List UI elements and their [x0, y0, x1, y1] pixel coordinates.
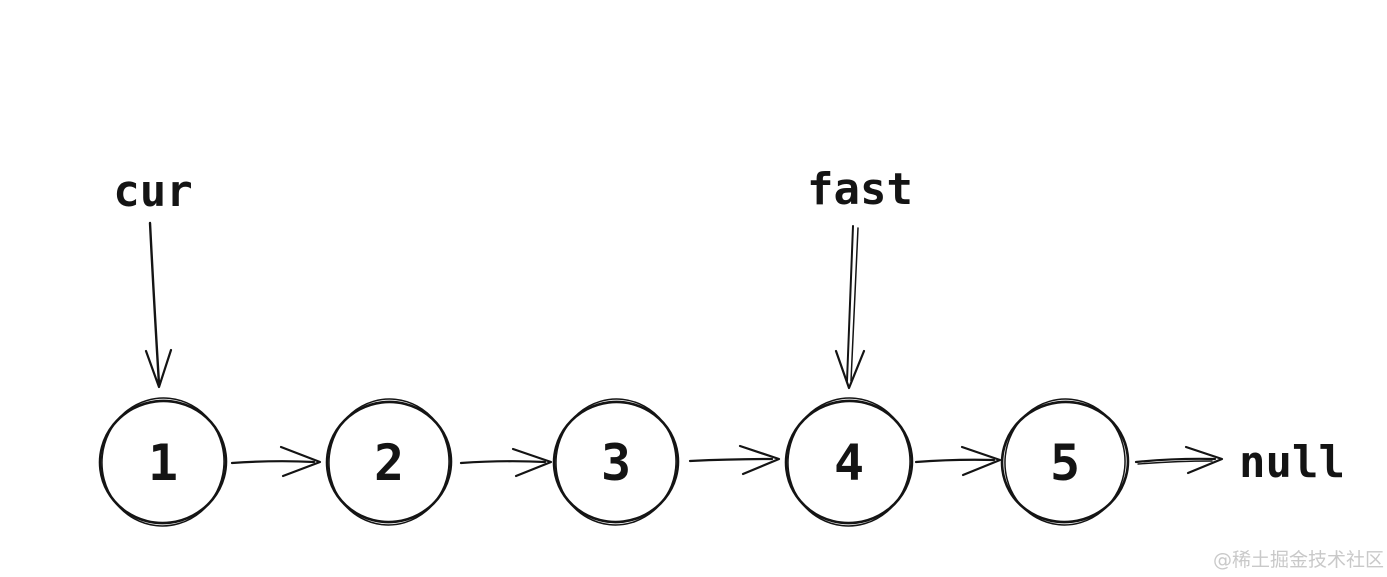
- node-4-circle: [784, 399, 914, 525]
- node-5-value: 5: [1050, 434, 1080, 492]
- link-arrow-3-4-head-icon: [738, 444, 781, 476]
- node-2-circle-sketch: [328, 398, 450, 526]
- node-2-value: 2: [374, 434, 404, 492]
- link-arrow-3-4: [688, 444, 781, 476]
- node-4: 4: [784, 397, 914, 527]
- node-5-circle-sketch: [1004, 398, 1126, 526]
- link-arrow-1-2-shaft: [230, 460, 316, 465]
- link-arrow-4-5-shaft: [914, 458, 996, 464]
- link-arrow-1-2: [230, 445, 322, 478]
- pointer-fast-arrow-shaft: [846, 225, 854, 382]
- link-arrow-4-5-head-icon: [960, 445, 1002, 477]
- node-1-circle: [98, 399, 228, 525]
- link-arrow-3-4-shaft: [688, 457, 774, 463]
- node-2-circle: [325, 400, 453, 524]
- pointer-cur-arrowhead-icon: [144, 348, 173, 389]
- node-3-value: 3: [601, 434, 631, 492]
- link-arrow-2-3: [459, 447, 553, 478]
- pointer-fast: fast: [807, 164, 913, 390]
- link-arrow-5-null-shaft-double: [1137, 460, 1213, 465]
- node-3: 3: [552, 398, 680, 526]
- link-arrow-2-3-head-icon: [511, 447, 553, 478]
- node-4-circle-sketch: [787, 397, 911, 527]
- node-5: 5: [1000, 398, 1130, 526]
- watermark-text: @稀土掘金技术社区: [1213, 549, 1384, 571]
- link-arrow-5-null: [1134, 445, 1224, 475]
- node-2: 2: [325, 398, 453, 526]
- link-arrow-2-3-shaft: [459, 460, 547, 465]
- link-arrow-1-2-head-icon: [279, 445, 322, 478]
- pointer-cur-label: cur: [113, 166, 192, 217]
- node-1-circle-sketch: [101, 397, 225, 527]
- terminal-null-label: null: [1239, 437, 1345, 488]
- node-3-circle: [552, 400, 680, 524]
- node-5-circle: [1000, 400, 1130, 524]
- pointer-fast-arrow-shaft-double: [850, 227, 859, 382]
- pointer-fast-label: fast: [807, 164, 913, 215]
- pointer-cur-arrow-shaft: [148, 221, 161, 386]
- node-1: 1: [98, 397, 228, 527]
- pointer-fast-arrowhead-icon: [834, 349, 866, 390]
- link-arrow-4-5: [914, 445, 1002, 477]
- pointer-cur: cur: [113, 166, 193, 389]
- node-1-value: 1: [148, 434, 178, 492]
- link-arrow-5-null-head-icon: [1184, 445, 1224, 475]
- node-4-value: 4: [834, 434, 864, 492]
- node-3-circle-sketch: [555, 398, 677, 526]
- link-arrow-5-null-shaft: [1134, 457, 1217, 464]
